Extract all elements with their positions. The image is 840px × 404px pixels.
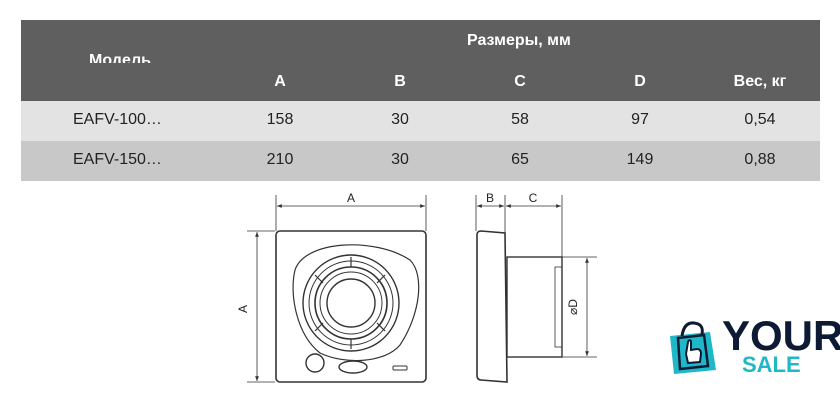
column-header-b: B (394, 73, 406, 90)
column-header-weight: Вес, кг (733, 73, 787, 90)
column-header-a: A (274, 73, 286, 90)
side-view (475, 195, 597, 383)
cell-b: 30 (391, 111, 409, 128)
side-c-label: C (529, 191, 538, 205)
yoursale-logo: YOUR SALE (664, 312, 840, 378)
front-panel-swoosh (292, 244, 420, 362)
model-cell: EAFV-100… (73, 111, 162, 128)
duct-spigot (506, 256, 563, 358)
dimension-drawing: A A B C ⌀D (236, 191, 597, 383)
front-width-label: A (347, 191, 355, 205)
column-header-d: D (634, 73, 646, 90)
model-cell: EAFV-150… (73, 151, 162, 168)
dimensions-header: Размеры, мм (467, 32, 571, 49)
logo-word-sale: SALE (742, 352, 801, 377)
side-d-label: ⌀D (566, 299, 580, 315)
logo-word-your: YOUR (722, 312, 840, 359)
fan-outer-ring (302, 254, 400, 352)
cell-d: 149 (626, 151, 654, 168)
control-button-icon (305, 353, 325, 373)
spec-table: Модель Размеры, мм A B C D Вес, кг EAFV-… (21, 20, 820, 181)
indicator-light-icon (338, 360, 368, 374)
table-row: EAFV-100… 158 30 58 97 0,54 (21, 101, 820, 141)
cell-c: 65 (511, 151, 529, 168)
column-header-c: C (514, 73, 526, 90)
cell-weight: 0,88 (744, 151, 776, 168)
front-height-label: A (236, 305, 250, 313)
side-b-label: B (486, 191, 494, 205)
cell-weight: 0,54 (744, 111, 776, 128)
cell-a: 210 (266, 151, 294, 168)
side-panel-profile (476, 230, 508, 383)
cell-c: 58 (511, 111, 529, 128)
shopping-bag-icon (670, 321, 716, 374)
front-view (247, 195, 427, 383)
table-header-row-2: A B C D Вес, кг (21, 63, 820, 101)
table-row: EAFV-150… 210 30 65 149 0,88 (21, 141, 820, 181)
cell-b: 30 (391, 151, 409, 168)
fan-center-disc (326, 278, 376, 328)
cell-d: 97 (631, 111, 649, 128)
table-header-row-1: Модель Размеры, мм (21, 20, 820, 69)
cell-a: 158 (266, 111, 294, 128)
fan-housing (275, 230, 427, 383)
